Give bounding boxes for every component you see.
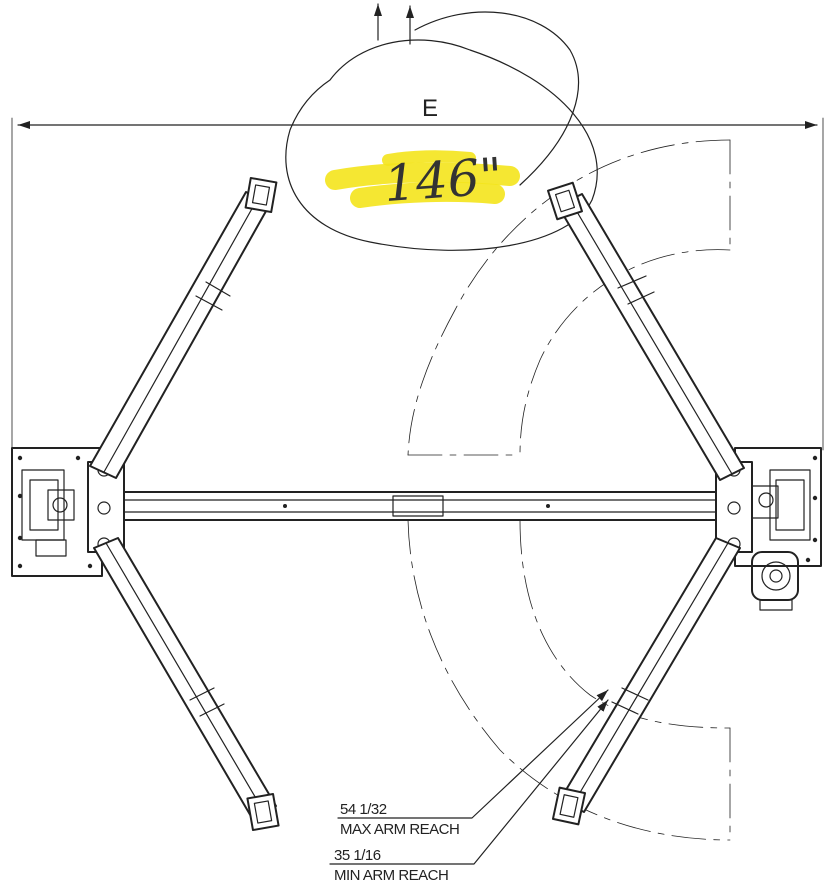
max-arm-reach-value: 54 1/32 [340, 801, 387, 818]
lift-arm-lower-right [551, 537, 741, 826]
callout-min-arm-reach: 35 1/16 MIN ARM REACH [334, 847, 449, 884]
callout-leaders [329, 689, 609, 865]
lift-arm-upper-left [89, 176, 278, 479]
max-arm-reach-label: MAX ARM REACH [340, 821, 459, 838]
handwritten-dimension-value: 146" [382, 147, 504, 213]
callout-max-arm-reach: 54 1/32 MAX ARM REACH [340, 801, 460, 838]
markup-up-arrows [374, 3, 414, 45]
min-arm-reach-label: MIN ARM REACH [334, 867, 448, 884]
lift-arm-lower-left [93, 537, 280, 832]
dimension-label-e: E [422, 95, 438, 122]
reach-arc-upper [407, 139, 731, 456]
lift-arm-upper-right [547, 181, 745, 481]
markup-ellipses [285, 11, 598, 251]
dimension-e: E [11, 95, 824, 451]
cross-beam [99, 491, 736, 521]
min-arm-reach-value: 35 1/16 [334, 847, 381, 864]
highlighter-marks [325, 150, 520, 208]
power-unit-motor [751, 551, 799, 611]
